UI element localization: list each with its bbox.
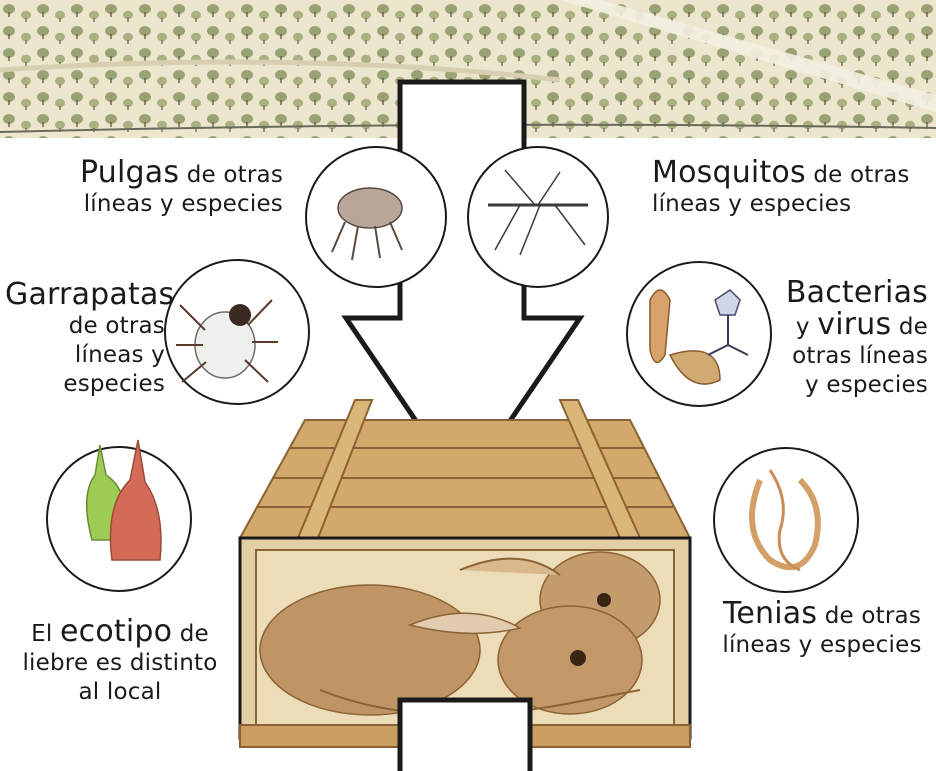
label-tapeworms-line1: de otras bbox=[817, 603, 921, 629]
hares-ecotype-icon bbox=[47, 440, 191, 591]
label-bacteria-highlight2: virus bbox=[817, 307, 891, 342]
label-mosquitoes-line1: de otras bbox=[806, 162, 910, 188]
label-ticks: Garrapatas de otras líneas y especies bbox=[5, 280, 165, 399]
label-tapeworms: Tenias de otras líneas y especies bbox=[712, 599, 932, 660]
label-ticks-line3: especies bbox=[63, 371, 165, 397]
label-tapeworms-highlight: Tenias bbox=[723, 596, 817, 631]
label-bacteria-pre2: y bbox=[796, 314, 817, 340]
label-ecotype-post1: de bbox=[172, 621, 209, 647]
label-ticks-line1: de otras bbox=[69, 313, 165, 339]
label-bacteria-line3: otras líneas bbox=[792, 343, 928, 369]
label-bacteria-line4: y especies bbox=[805, 372, 928, 398]
mosquito-icon bbox=[468, 147, 608, 287]
label-ecotype-line3: al local bbox=[79, 679, 162, 705]
label-ecotype-line2: liebre es distinto bbox=[22, 650, 217, 676]
label-ticks-line2: líneas y bbox=[75, 342, 165, 368]
label-fleas-highlight: Pulgas bbox=[80, 155, 179, 190]
label-tapeworms-line2: líneas y especies bbox=[722, 632, 921, 658]
tick-icon bbox=[165, 260, 309, 404]
label-fleas: Pulgas de otras líneas y especies bbox=[50, 158, 283, 219]
label-bacteria-post2: de bbox=[891, 314, 928, 340]
label-bacteria-highlight1: Bacterias bbox=[786, 275, 928, 310]
label-fleas-line2: líneas y especies bbox=[84, 191, 283, 217]
label-fleas-line1: de otras bbox=[179, 162, 283, 188]
bacteria-virus-icon bbox=[627, 262, 771, 406]
label-ecotype-highlight: ecotipo bbox=[60, 614, 172, 649]
label-bacteria: Bacterias y virus de otras líneas y espe… bbox=[770, 278, 928, 400]
label-mosquitoes-highlight: Mosquitos bbox=[652, 155, 806, 190]
label-mosquitoes-line2: líneas y especies bbox=[652, 191, 851, 217]
exit-arrow bbox=[400, 700, 530, 771]
label-ticks-highlight: Garrapatas bbox=[5, 277, 174, 312]
flea-icon bbox=[306, 147, 446, 287]
label-mosquitoes: Mosquitos de otras líneas y especies bbox=[652, 158, 932, 219]
tapeworm-icon bbox=[714, 448, 858, 592]
label-ecotype-pre1: El bbox=[31, 621, 60, 647]
label-ecotype: El ecotipo de liebre es distinto al loca… bbox=[10, 617, 230, 707]
